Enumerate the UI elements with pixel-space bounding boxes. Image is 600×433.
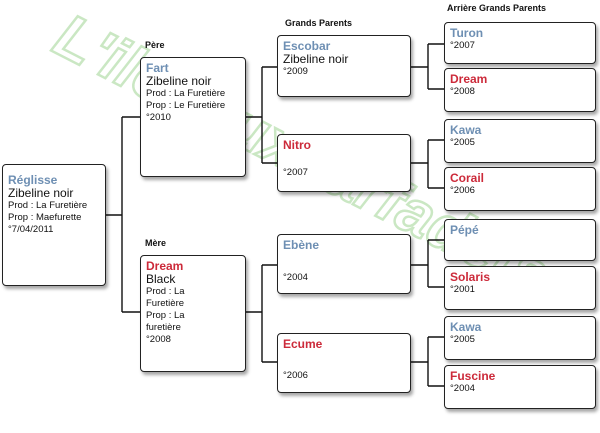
- mother-prop-2: furetière: [146, 322, 181, 333]
- great-grandparent-kawa-2-card: Kawa °2005: [444, 316, 596, 360]
- father-date: °2010: [146, 112, 171, 123]
- mother-name: Dream: [146, 259, 184, 273]
- kawa-1-name: Kawa: [450, 123, 482, 137]
- header-pere: Père: [145, 40, 165, 50]
- ebene-name: Ebène: [283, 238, 320, 252]
- pepe-name: Pépé: [450, 223, 479, 237]
- father-prod: Prod : La Furetière: [146, 88, 226, 99]
- father-name: Fart: [146, 61, 169, 75]
- mother-card: Dream Black Prod : La Furetière Prop : L…: [140, 255, 246, 372]
- mother-prod-2: Furetière: [146, 298, 185, 309]
- mother-prop-1: Prop : La: [146, 310, 185, 321]
- great-grandparent-kawa-1-card: Kawa °2005: [444, 119, 596, 163]
- subject-prop: Prop : Maefurette: [8, 212, 82, 223]
- ebene-date: °2004: [283, 272, 308, 283]
- subject-name: Réglisse: [8, 173, 58, 187]
- subject-card: Réglisse Zibeline noir Prod : La Furetiè…: [2, 164, 106, 286]
- dream-gg-date: °2008: [450, 86, 475, 97]
- ecume-date: °2006: [283, 370, 308, 381]
- great-grandparent-turon-card: Turon °2007: [444, 22, 596, 64]
- nitro-date: °2007: [283, 167, 308, 178]
- escobar-date: °2009: [283, 66, 308, 77]
- fuscine-date: °2004: [450, 383, 475, 394]
- solaris-date: °2001: [450, 284, 475, 295]
- header-grands-parents: Grands Parents: [285, 18, 353, 28]
- grandparent-escobar-card: Escobar Zibeline noir °2009: [277, 35, 411, 97]
- subject-color: Zibeline noir: [8, 186, 74, 200]
- great-grandparent-solaris-card: Solaris °2001: [444, 266, 596, 310]
- kawa-2-name: Kawa: [450, 320, 482, 334]
- mother-date: °2008: [146, 334, 171, 345]
- subject-prod: Prod : La Furetière: [8, 200, 88, 211]
- great-grandparent-fuscine-card: Fuscine °2004: [444, 365, 596, 409]
- great-grandparent-corail-card: Corail °2006: [444, 167, 596, 211]
- solaris-name: Solaris: [450, 270, 491, 284]
- mother-prod-1: Prod : La: [146, 286, 185, 297]
- kawa-1-date: °2005: [450, 137, 475, 148]
- great-grandparent-dream-card: Dream °2008: [444, 68, 596, 112]
- great-grandparent-pepe-card: Pépé: [444, 219, 596, 261]
- escobar-color: Zibeline noir: [283, 52, 349, 66]
- fuscine-name: Fuscine: [450, 369, 496, 383]
- nitro-name: Nitro: [283, 138, 311, 152]
- dream-gg-name: Dream: [450, 72, 488, 86]
- subject-date: °7/04/2011: [8, 224, 54, 235]
- father-card: Fart Zibeline noir Prod : La Furetière P…: [140, 57, 246, 177]
- turon-date: °2007: [450, 40, 475, 51]
- mother-color: Black: [146, 272, 176, 286]
- ecume-name: Ecume: [283, 337, 323, 351]
- corail-date: °2006: [450, 185, 475, 196]
- turon-name: Turon: [450, 26, 484, 40]
- father-color: Zibeline noir: [146, 74, 212, 88]
- grandparent-ecume-card: Ecume °2006: [277, 333, 411, 393]
- header-mere: Mère: [145, 238, 167, 248]
- corail-name: Corail: [450, 171, 485, 185]
- father-prop: Prop : Le Furetière: [146, 100, 226, 111]
- grandparent-ebene-card: Ebène °2004: [277, 234, 411, 294]
- kawa-2-date: °2005: [450, 334, 475, 345]
- header-arriere-grands-parents: Arrière Grands Parents: [447, 3, 547, 13]
- grandparent-nitro-card: Nitro °2007: [277, 134, 411, 192]
- escobar-name: Escobar: [283, 39, 331, 53]
